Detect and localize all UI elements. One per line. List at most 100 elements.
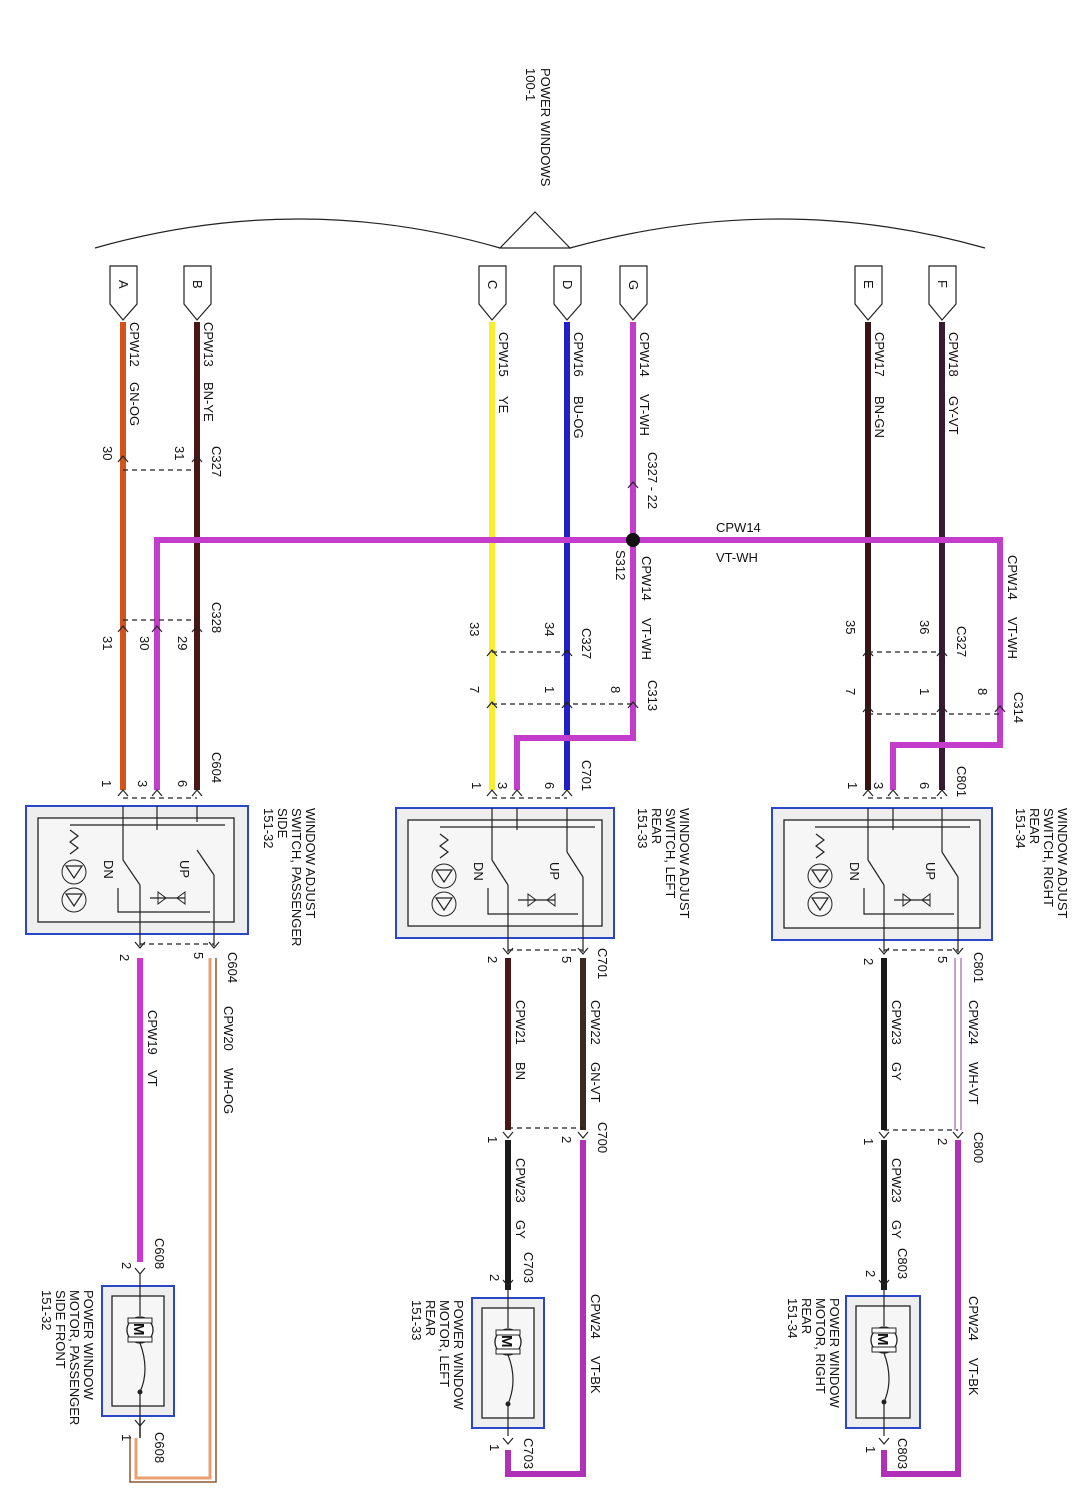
svg-text:6: 6 [917,782,932,789]
connector-c328: 31 30 29 C328 [100,602,224,650]
svg-text:1: 1 [861,1138,876,1145]
svg-text:WH-OG: WH-OG [221,1068,236,1114]
svg-text:1: 1 [119,1434,134,1441]
svg-text:2: 2 [935,1138,950,1145]
svg-text:1: 1 [99,780,114,787]
svg-text:C604: C604 [209,752,224,783]
svg-text:2: 2 [119,1262,134,1269]
svg-text:C327: C327 [579,628,594,659]
svg-text:REAR: REAR [1027,808,1042,844]
svg-text:C: C [485,280,500,289]
wire-color: BU-OG [571,396,586,439]
svg-text:5: 5 [935,956,950,963]
svg-text:31: 31 [100,636,115,650]
svg-text:151-34: 151-34 [1013,808,1028,848]
connector-c327-right: 35 36 C327 [843,620,969,657]
svg-text:SIDE FRONT: SIDE FRONT [53,1290,68,1369]
wire-color: GY-VT [946,396,961,435]
svg-text:C314: C314 [1011,692,1026,723]
svg-text:C803: C803 [895,1248,910,1279]
svg-text:3: 3 [135,780,150,787]
svg-text:C803: C803 [895,1438,910,1469]
svg-text:CPW14: CPW14 [716,520,761,535]
svg-text:REAR: REAR [423,1300,438,1336]
svg-text:VT: VT [145,1070,160,1087]
window-adjust-switch-passenger: DN UP WINDOW ADJUST SWITCH, PASSENGER SI… [25,805,318,946]
svg-text:C703: C703 [521,1438,536,1469]
tab-e: E [854,265,883,321]
connector-c801-out: 2 5 C801 [861,947,986,983]
svg-text:5: 5 [191,952,206,959]
svg-text:C608: C608 [152,1432,167,1463]
connector-c327-left: 33 34 C327 [467,622,594,659]
svg-text:35: 35 [843,620,858,634]
svg-text:C327: C327 [209,446,224,477]
connector-c313: 7 1 8 C313 [467,680,660,711]
svg-text:151-33: 151-33 [635,808,650,848]
svg-text:REAR: REAR [799,1298,814,1334]
connector-c604: 1 3 6 C604 [99,752,224,799]
power-windows-bracket: POWER WINDOWS 100-1 [94,68,986,249]
svg-text:MOTOR, PASSENGER: MOTOR, PASSENGER [67,1290,82,1425]
svg-text:2: 2 [487,1274,502,1281]
svg-text:POWER WINDOW: POWER WINDOW [81,1290,96,1400]
svg-text:GN-VT: GN-VT [588,1062,603,1103]
svg-text:1: 1 [917,688,932,695]
svg-text:1: 1 [542,686,557,693]
connector-c700: 1 2 C700 [485,1122,610,1153]
svg-text:GY: GY [513,1220,528,1239]
wires-lower [129,958,962,1483]
svg-text:MOTOR, RIGHT: MOTOR, RIGHT [813,1298,828,1394]
svg-text:CPW20: CPW20 [221,1006,236,1051]
svg-text:C327: C327 [954,626,969,657]
svg-text:3: 3 [871,782,886,789]
connector-c801: 1 3 6 C801 [845,766,969,799]
svg-text:C801: C801 [954,766,969,797]
connector-c800: 1 2 C800 [861,1129,986,1163]
switch-dn-label: DN [101,860,116,879]
svg-text:C328: C328 [209,602,224,633]
svg-text:SIDE: SIDE [275,808,290,839]
svg-text:7: 7 [467,686,482,693]
wire-labels-lower: CPW19 VT CPW20 WH-OG CPW21 BN CPW22 GN-V… [145,1000,981,1396]
tab-a: A [109,265,138,321]
svg-text:C604: C604 [225,952,240,983]
connector-c327-top: 30 31 C327 [100,446,224,477]
svg-text:C800: C800 [971,1132,986,1163]
connector-c604-out: 2 5 C604 [117,941,240,983]
tab-g: G [619,265,648,321]
svg-text:CPW19: CPW19 [145,1010,160,1055]
svg-text:E: E [861,280,876,289]
svg-text:C703: C703 [521,1252,536,1283]
splice-s312: S312 CPW14 VT-WH [613,550,654,660]
wire-id: CPW17 [872,332,887,377]
svg-text:POWER WINDOW: POWER WINDOW [827,1298,842,1408]
tab-d: D [553,265,582,321]
svg-text:CPW24: CPW24 [966,1296,981,1341]
svg-text:33: 33 [467,622,482,636]
power-windows-ref: 100-1 [523,68,538,101]
connector-c701-out: 2 5 C701 [485,947,610,979]
switch-dn-label: DN [471,862,486,881]
svg-text:GY: GY [889,1220,904,1239]
wire-color: YE [496,396,511,414]
tab-b: B [183,265,212,321]
svg-text:F: F [935,280,950,288]
svg-text:2: 2 [861,958,876,965]
svg-text:1: 1 [469,782,484,789]
svg-text:WINDOW ADJUST: WINDOW ADJUST [1055,808,1070,919]
wire-color: BN-YE [201,382,216,422]
svg-text:CPW24: CPW24 [588,1294,603,1339]
svg-text:S312: S312 [613,550,628,580]
svg-text:MOTOR, LEFT: MOTOR, LEFT [437,1300,452,1387]
svg-text:POWER WINDOW: POWER WINDOW [451,1300,466,1410]
wire-labels-top: CPW12 GN-OG CPW13 BN-YE CPW15 YE CPW16 B… [127,322,961,439]
connector-c327-22: C327 - 22 [627,452,660,509]
switch-up-label: UP [923,862,938,880]
svg-text:VT-WH: VT-WH [1005,617,1020,659]
svg-text:CPW23: CPW23 [889,1000,904,1045]
svg-text:C313: C313 [645,680,660,711]
wire-id: CPW12 [127,322,142,367]
svg-text:WH-VT: WH-VT [966,1062,981,1105]
